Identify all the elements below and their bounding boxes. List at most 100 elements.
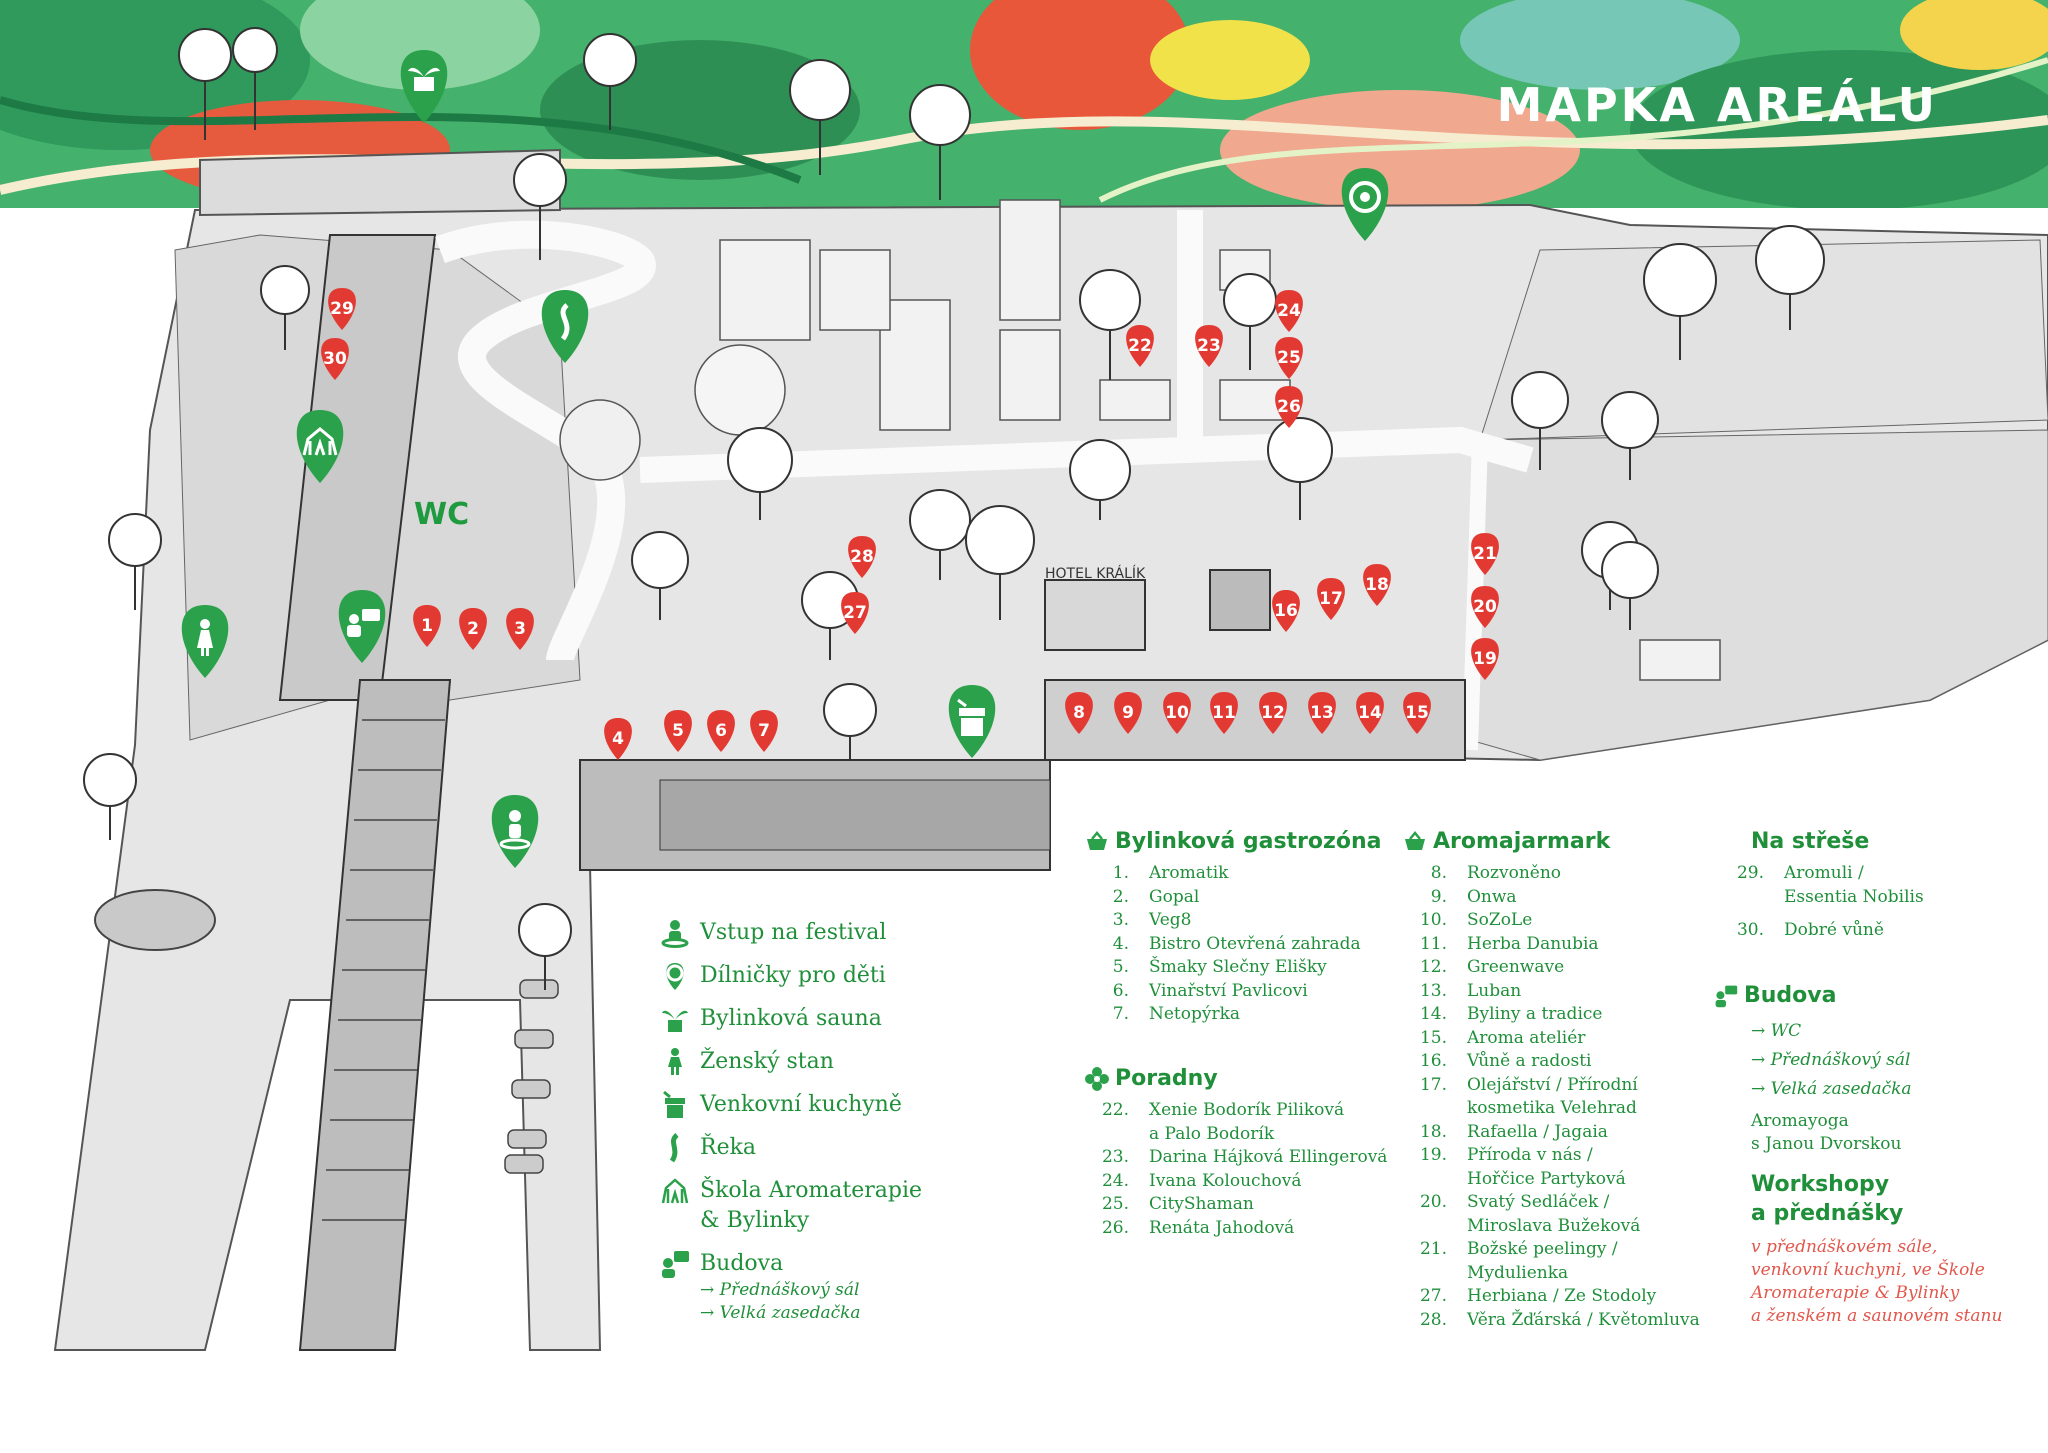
pin-number: 24 (1277, 301, 1301, 321)
item-number: 11. (1419, 933, 1447, 954)
map-pin[interactable]: 25 (1275, 337, 1303, 379)
plant-pot-icon (408, 67, 440, 91)
tent-pin[interactable] (296, 410, 344, 483)
river-icon (669, 1133, 679, 1163)
list-item: 29.Aromuli / (1720, 862, 2020, 886)
kitchen-icon (663, 1090, 685, 1118)
map-pin[interactable]: 2 (459, 608, 487, 650)
list-item: 2.Gopal (1085, 886, 1425, 910)
map-pin[interactable]: 20 (1471, 586, 1499, 628)
item-number: 3. (1112, 910, 1129, 930)
woman-icon (668, 1048, 682, 1075)
map-pin[interactable]: 30 (321, 338, 349, 380)
pin-number: 8 (1073, 703, 1085, 723)
list-item: 24.Ivana Kolouchová (1085, 1170, 1425, 1194)
map-pin[interactable]: 6 (707, 710, 735, 752)
item-label: Rafaella / Jagaia (1467, 1121, 1608, 1142)
pin-number: 13 (1310, 703, 1334, 723)
legend-label: Venkovní kuchyně (700, 1092, 902, 1117)
map-pin[interactable]: 10 (1163, 692, 1191, 734)
legend-label: Ženský stan (700, 1049, 834, 1074)
list-item: Miroslava Bužeková (1403, 1215, 1733, 1239)
item-number: 26. (1101, 1217, 1129, 1238)
list-item: 19.Příroda v nás / (1403, 1144, 1733, 1168)
kids-workshop-pin[interactable] (1341, 168, 1389, 241)
map-pin[interactable]: 8 (1065, 692, 1093, 734)
item-label: Božské peelingy / (1467, 1239, 1618, 1259)
map-pin[interactable]: 18 (1363, 564, 1391, 606)
item-label: Netopýrka (1149, 1004, 1241, 1024)
pin-number: 9 (1122, 703, 1134, 723)
list-item: 12.Greenwave (1403, 956, 1733, 980)
basket-icon (1087, 830, 1107, 850)
map-pin[interactable]: 22 (1126, 325, 1154, 367)
map-pin[interactable]: 7 (750, 710, 778, 752)
map-pin[interactable]: 26 (1275, 386, 1303, 428)
item-label: Byliny a tradice (1467, 1004, 1603, 1024)
map-pin[interactable]: 4 (604, 718, 632, 760)
pin-number: 23 (1197, 336, 1221, 356)
map-pin[interactable]: 3 (506, 608, 534, 650)
legend-item: Dílničky pro děti (660, 961, 886, 991)
sauna-pin[interactable] (400, 50, 448, 123)
map-pin[interactable]: 12 (1259, 692, 1287, 734)
budova-info: → WC → Přednáškový sál → Velká zasedačka… (1751, 1017, 1912, 1156)
map-pin[interactable]: 29 (328, 288, 356, 330)
item-number: 24. (1101, 1170, 1129, 1191)
item-label: Aromatik (1149, 863, 1229, 883)
item-number (1403, 1097, 1467, 1121)
map-pin[interactable]: 16 (1272, 590, 1300, 632)
workshops-desc: Aromaterapie & Bylinky (1751, 1283, 1960, 1303)
map-pin[interactable]: 5 (664, 710, 692, 752)
item-number (1403, 1262, 1467, 1286)
baby-icon (666, 963, 684, 990)
item-number: 1. (1112, 863, 1129, 883)
map-pin[interactable]: 21 (1471, 533, 1499, 575)
map-pin[interactable]: 24 (1275, 290, 1303, 332)
item-label: Věra Žďárská / Květomluva (1467, 1309, 1700, 1330)
item-number: 12. (1419, 957, 1447, 977)
map-pin[interactable]: 15 (1403, 692, 1431, 734)
entrance-pin[interactable] (491, 795, 539, 868)
item-label: Hořčice Partyková (1467, 1168, 1626, 1189)
item-number: 13. (1419, 980, 1447, 1001)
item-label: Onwa (1467, 886, 1517, 907)
map-pin[interactable]: 1 (413, 605, 441, 647)
legend-item: Řeka (660, 1133, 756, 1163)
kitchen-pin[interactable] (948, 685, 996, 758)
map-pin[interactable]: 9 (1114, 692, 1142, 734)
section-title: Poradny (1115, 1066, 1218, 1091)
item-label: Mydulienka (1467, 1262, 1569, 1283)
pin-number: 3 (514, 619, 526, 639)
item-label: Aroma ateliér (1467, 1027, 1586, 1048)
map-pin[interactable]: 28 (848, 536, 876, 578)
map-pin[interactable]: 14 (1356, 692, 1384, 734)
map-pin[interactable]: 19 (1471, 638, 1499, 680)
item-number: 28. (1419, 1309, 1447, 1330)
women-tent-pin[interactable] (181, 605, 229, 678)
strecha-list: 29.Aromuli / Essentia Nobilis 30.Dobré v… (1720, 862, 2020, 943)
river-pin[interactable] (541, 290, 589, 363)
list-item: 7.Netopýrka (1085, 1003, 1425, 1027)
map-pin[interactable]: 17 (1317, 578, 1345, 620)
map-pin[interactable]: 23 (1195, 325, 1223, 367)
map-pin[interactable]: 27 (841, 592, 869, 634)
list-item: 10.SoZoLe (1403, 909, 1733, 933)
pin-number: 12 (1261, 703, 1285, 723)
item-number (1085, 1123, 1149, 1147)
pin-number: 1 (421, 616, 433, 636)
pin-number: 18 (1365, 575, 1389, 595)
building-icon (347, 609, 380, 637)
list-item: 9.Onwa (1403, 886, 1733, 910)
item-label: Aromuli / (1784, 863, 1864, 883)
pin-number: 28 (850, 547, 874, 567)
page-title: MAPKA AREÁLU (1496, 78, 1938, 132)
building-pin[interactable] (338, 590, 386, 663)
item-label: Luban (1467, 980, 1522, 1001)
map-pin[interactable]: 11 (1210, 692, 1238, 734)
list-item: Mydulienka (1403, 1262, 1733, 1286)
list-item: 14.Byliny a tradice (1403, 1003, 1733, 1027)
item-number (1403, 1215, 1467, 1239)
legend-item: Ženský stan (660, 1047, 834, 1077)
map-pin[interactable]: 13 (1308, 692, 1336, 734)
